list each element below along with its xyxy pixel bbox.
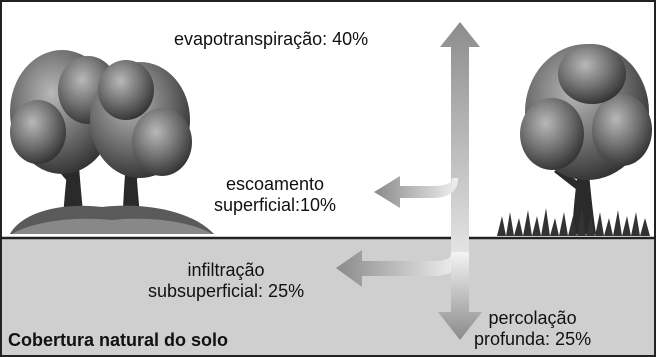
- flow-arrows: [336, 22, 482, 340]
- infiltration-arrow: [336, 250, 458, 287]
- percolation-label: percolação profunda: 25%: [474, 308, 591, 350]
- runoff-label-line2: superficial:10%: [214, 195, 337, 215]
- soil-layer: [2, 238, 654, 355]
- infiltration-label: infiltração subsuperficial: 25%: [148, 260, 304, 302]
- runoff-arrow: [374, 176, 458, 208]
- percolation-label-line1: percolação: [488, 308, 577, 328]
- diagram-caption: Cobertura natural do solo: [8, 330, 229, 350]
- percolation-arrow: [438, 252, 482, 340]
- percolation-label-line2: profunda: 25%: [474, 329, 592, 349]
- right-tree: [497, 44, 652, 236]
- evapotranspiration-label: evapotranspiração: 40%: [174, 29, 369, 49]
- infiltration-label-line1: infiltração: [187, 260, 265, 280]
- runoff-label-line1: escoamento: [226, 174, 325, 194]
- runoff-label: escoamento superficial:10%: [214, 174, 336, 216]
- evapotranspiration-arrow: [440, 22, 480, 302]
- left-trees: [10, 50, 214, 234]
- infiltration-label-line2: subsuperficial: 25%: [148, 281, 305, 301]
